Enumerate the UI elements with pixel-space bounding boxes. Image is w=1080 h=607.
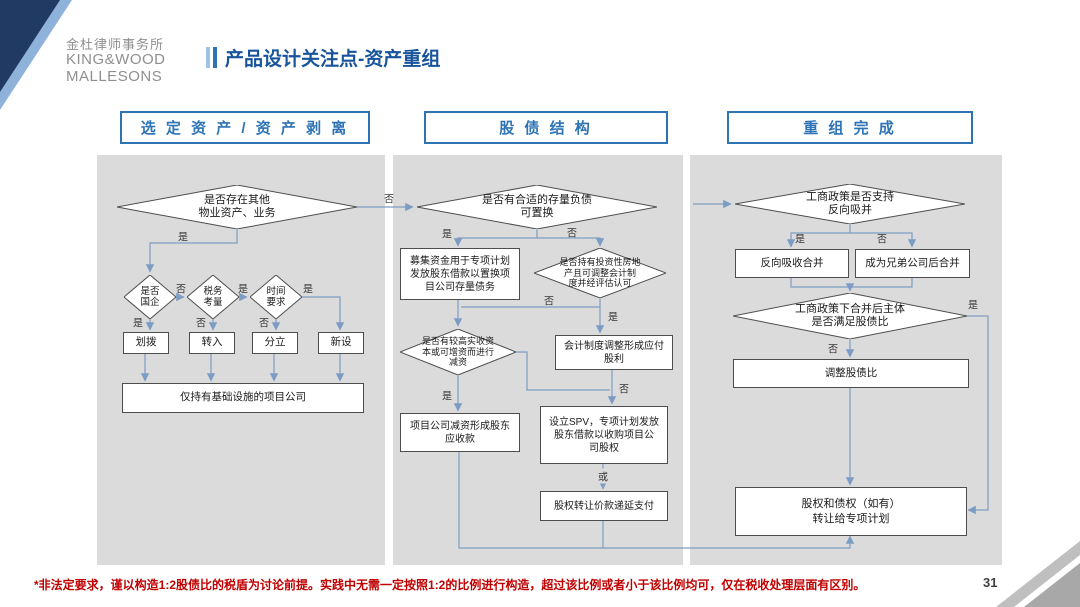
branch-label-yes: 是 (442, 391, 452, 403)
branch-label-yes: 是 (238, 284, 248, 296)
box-transfer-in: 转入 (189, 332, 235, 354)
decision-time: 时间 要求 (250, 275, 302, 319)
decision-paid-in-capital-reduction-label: 是否有较高实收资 本或可增资而进行 减资 (421, 335, 494, 368)
box-raise-funds-shareholder-loan: 募集资金用于专项计划 发放股东借款以置换项 目公司存量债务 (400, 248, 520, 300)
diamond-shape (400, 329, 516, 375)
decision-soe-label: 是否 国企 (140, 285, 160, 308)
branch-label-yes: 是 (133, 318, 143, 330)
branch-label-no: 否 (176, 284, 186, 296)
decision-tax-label: 税务 考量 (203, 285, 223, 308)
page-title: 产品设计关注点-资产重组 (225, 49, 441, 70)
diamond-shape (417, 185, 657, 229)
branch-label-no: 否 (828, 344, 838, 356)
branch-label-yes: 是 (608, 312, 618, 324)
decision-tax: 税务 考量 (187, 275, 239, 319)
title-accent-bar-dark (213, 47, 217, 68)
diamond-shape (733, 293, 967, 339)
decision-other-assets: 是否存在其他 物业资产、业务 (117, 185, 357, 229)
decision-post-merger-debt-ratio: 工商政策下合并后主体 是否满足股债比 (733, 293, 967, 339)
brand-name-english-line1: KING&WOOD (66, 51, 166, 68)
branch-label-no: 否 (619, 384, 629, 396)
box-allocation-transfer: 划拨 (123, 332, 169, 354)
branch-label-yes: 是 (968, 300, 978, 312)
branch-label-no: 否 (544, 296, 554, 308)
diamond-shape (187, 275, 239, 319)
decision-paid-in-capital-reduction: 是否有较高实收资 本或可增资而进行 减资 (400, 329, 516, 375)
branch-label-no: 否 (259, 318, 269, 330)
diamond-shape (534, 248, 666, 298)
branch-label-no: 否 (567, 228, 577, 240)
box-spv-acquire-equity: 设立SPV，专项计划发放 股东借款以收购项目公 司股权 (540, 406, 668, 464)
title-accent-bar-light (206, 47, 210, 68)
page-number: 31 (983, 575, 998, 590)
box-reverse-absorption-merger: 反向吸收合并 (735, 249, 849, 278)
diamond-shape (117, 185, 357, 229)
decision-investment-property-label: 是否持有投资性房地 产且可调整会计制 度并经评估认可 (559, 256, 641, 289)
branch-label-yes: 是 (795, 234, 805, 246)
branch-label-yes: 是 (442, 229, 452, 241)
box-transfer-to-special-plan: 股权和债权（如有） 转让给专项计划 (735, 487, 967, 536)
box-new-establishment: 新设 (318, 332, 364, 354)
branch-label-no: 否 (384, 194, 394, 206)
diamond-shape (124, 275, 176, 319)
branch-label-yes: 是 (178, 232, 188, 244)
branch-label-yes: 是 (303, 284, 313, 296)
decision-existing-debt-replaceable-label: 是否有合适的存量负债 可置换 (482, 193, 592, 219)
box-deferred-payment: 股权转让价款递延支付 (540, 491, 668, 521)
box-accounting-adjust-dividend-payable: 会计制度调整形成应付 股利 (555, 335, 673, 370)
column-header-equity-debt-structure: 股 债 结 构 (424, 111, 668, 144)
diamond-shape (250, 275, 302, 319)
box-infrastructure-project-company: 仅持有基础设施的项目公司 (122, 383, 364, 413)
box-brother-company-merger: 成为兄弟公司后合并 (855, 249, 970, 278)
diamond-shape (735, 184, 965, 224)
box-capital-reduction-receivable: 项目公司减资形成股东 应收款 (400, 413, 520, 452)
branch-label-no: 否 (877, 234, 887, 246)
column-header-restructuring-complete: 重 组 完 成 (727, 111, 973, 144)
decision-investment-property: 是否持有投资性房地 产且可调整会计制 度并经评估认可 (534, 248, 666, 298)
branch-label-or: 或 (596, 468, 610, 484)
box-split-off: 分立 (252, 332, 298, 354)
decision-other-assets-label: 是否存在其他 物业资产、业务 (198, 193, 276, 219)
footnote: *非法定要求，谨以构造1:2股债比的税盾为讨论前提。实践中无需一定按照1:2的比… (34, 578, 866, 592)
corner-decoration-top-left-dark (0, 0, 60, 92)
box-adjust-debt-ratio: 调整股债比 (733, 359, 969, 388)
decision-policy-reverse-merger-label: 工商政策是否支持 反向吸并 (806, 190, 894, 216)
brand-name-english-line2: MALLESONS (66, 68, 163, 85)
decision-time-label: 时间 要求 (266, 285, 286, 308)
branch-label-no: 否 (196, 318, 206, 330)
column-header-asset-selection: 选 定 资 产 / 资 产 剥 离 (120, 111, 370, 144)
decision-policy-reverse-merger: 工商政策是否支持 反向吸并 (735, 184, 965, 224)
decision-post-merger-debt-ratio-label: 工商政策下合并后主体 是否满足股债比 (795, 302, 905, 328)
decision-soe: 是否 国企 (124, 275, 176, 319)
brand-name-chinese: 金杜律师事务所 (66, 37, 165, 52)
decision-existing-debt-replaceable: 是否有合适的存量负债 可置换 (417, 185, 657, 229)
